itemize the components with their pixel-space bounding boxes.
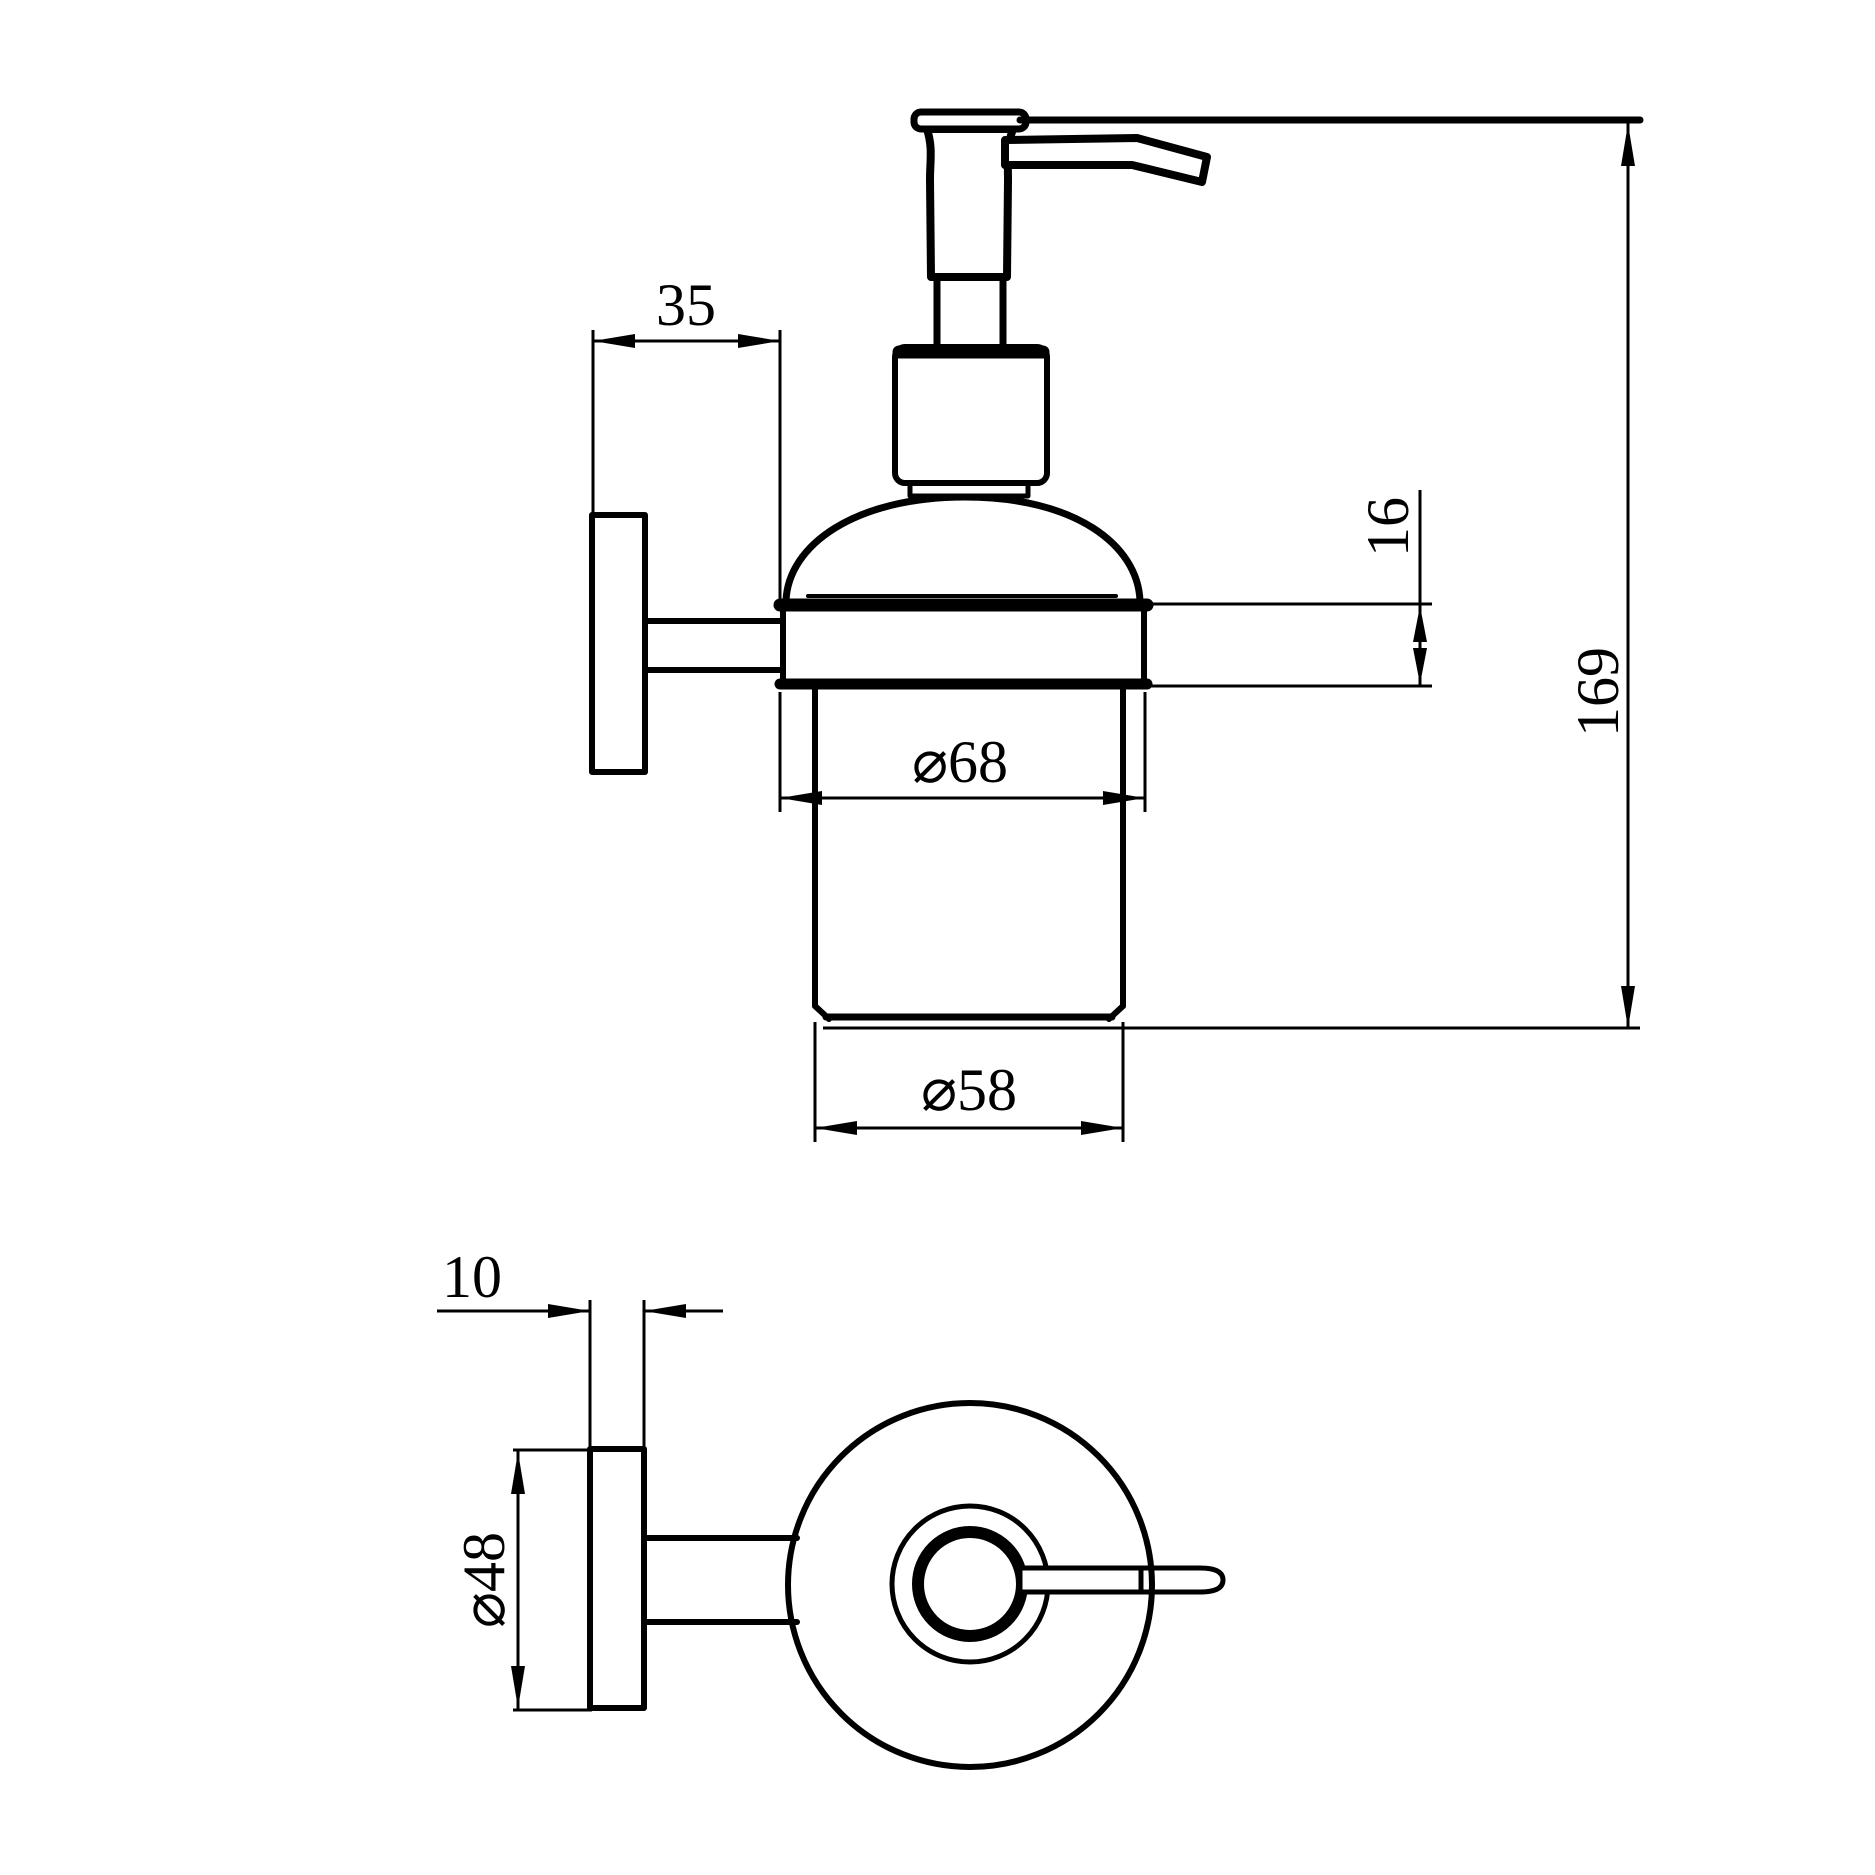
glass-bottle — [812, 686, 1126, 1022]
arrow-right-icon — [738, 334, 780, 348]
arrow-down-icon — [1621, 986, 1635, 1028]
holder-outer-circle — [785, 1400, 1155, 1770]
arrow-up-icon — [1621, 124, 1635, 166]
arrow-right-icon — [1103, 791, 1145, 805]
dim-label-16: 16 — [1355, 497, 1421, 557]
top-view: 10 ⌀48 — [437, 1244, 1226, 1770]
arrow-right-icon — [1081, 1121, 1123, 1135]
support-arm-side — [642, 618, 784, 673]
pump-neck-circle — [912, 1526, 1028, 1642]
pump-spout-top — [1017, 1565, 1226, 1595]
dimension-plate-thickness: 10 — [437, 1244, 723, 1452]
arrow-left-icon — [593, 334, 635, 348]
arrow-down-icon — [511, 1666, 525, 1708]
dimension-wall-offset: 35 — [591, 272, 782, 599]
pump-spout — [1001, 134, 1211, 186]
arrow-up-icon — [511, 1452, 525, 1494]
support-arm-top — [641, 1535, 800, 1625]
bottle-dome — [782, 493, 1144, 605]
side-view: 35 ⌀68 ⌀58 16 — [589, 108, 1644, 1142]
dim-label-68: ⌀68 — [912, 729, 1008, 795]
pump-cap — [892, 344, 1050, 499]
dimension-bottle-diameter: ⌀58 — [813, 1022, 1125, 1142]
pump-stem — [933, 273, 1007, 351]
dim-label-169: 169 — [1565, 647, 1631, 737]
wall-plate-top — [587, 1446, 647, 1711]
dimension-plate-diameter: ⌀48 — [451, 1448, 592, 1712]
dim-label-35: 35 — [656, 272, 716, 338]
dimension-holder-height: 16 — [1150, 490, 1432, 688]
dim-label-48: ⌀48 — [451, 1532, 517, 1628]
dimension-overall-height: 169 — [823, 116, 1644, 1030]
holder-collar — [773, 598, 1154, 690]
arrow-up-icon — [1413, 606, 1427, 642]
pump-neck — [923, 125, 1017, 281]
arrow-left-icon — [780, 791, 822, 805]
wall-plate-side — [589, 512, 648, 775]
arrow-right-icon — [548, 1304, 590, 1318]
pump-top-disc — [910, 108, 1030, 133]
dim-label-58: ⌀58 — [921, 1057, 1017, 1123]
dim-label-10: 10 — [442, 1244, 502, 1310]
dimension-holder-diameter: ⌀68 — [778, 692, 1147, 812]
arrow-down-icon — [1413, 648, 1427, 684]
arrow-left-icon — [644, 1304, 686, 1318]
arrow-left-icon — [815, 1121, 857, 1135]
